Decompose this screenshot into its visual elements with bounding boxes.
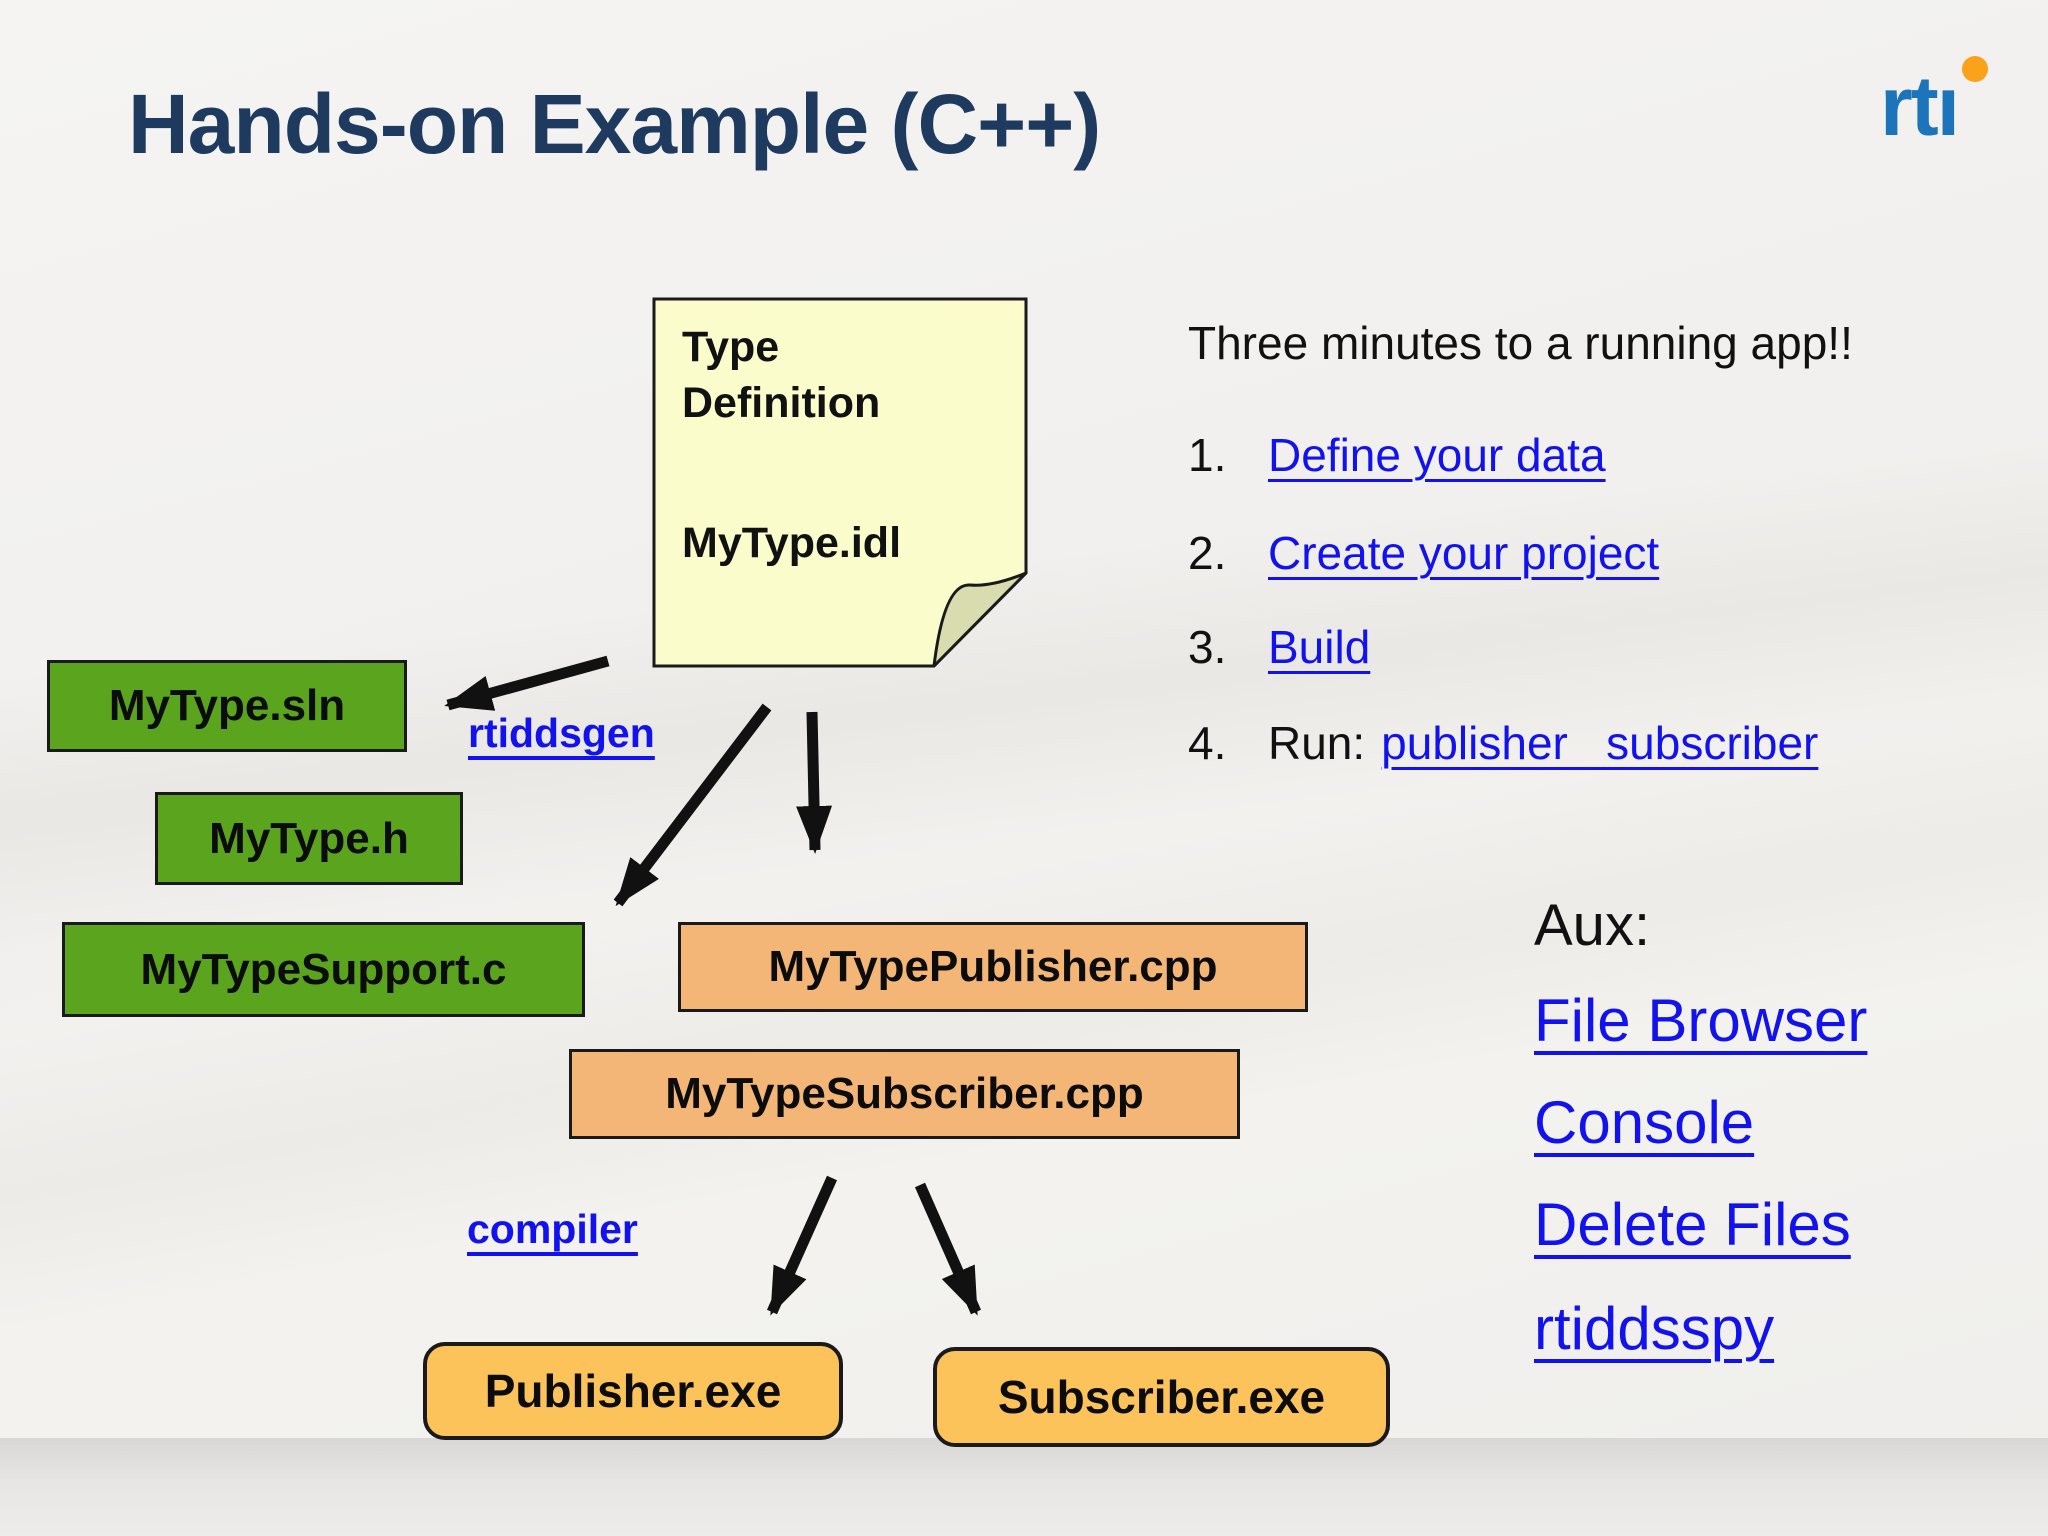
box-subscriber-exe: Subscriber.exe: [933, 1347, 1390, 1447]
steps-heading: Three minutes to a running app!!: [1188, 317, 1853, 369]
link-build[interactable]: Build: [1268, 621, 1371, 673]
link-run-publisher-subscriber[interactable]: publisher subscriber: [1381, 717, 1819, 769]
box-publisher-exe: Publisher.exe: [423, 1342, 843, 1440]
step-1: 1. Define your data: [1188, 428, 1606, 482]
link-rtiddsspy[interactable]: rtiddsspy: [1534, 1295, 1775, 1362]
step-2-number: 2.: [1188, 527, 1227, 579]
type-definition-note: Type Definition MyType.idl: [652, 297, 1028, 668]
link-delete-files[interactable]: Delete Files: [1534, 1191, 1851, 1258]
step-4-prefix: Run:: [1268, 717, 1366, 769]
slide-title: Hands-on Example (C++): [128, 77, 1101, 171]
box-mytype-sln: MyType.sln: [47, 660, 407, 752]
link-rtiddsgen[interactable]: rtiddsgen: [468, 710, 655, 756]
rti-logo-text: rtı: [1880, 59, 1960, 153]
note-filename: MyType.idl: [682, 519, 902, 567]
link-compiler[interactable]: compiler: [467, 1206, 638, 1252]
rti-logo: rtı: [1876, 28, 2036, 168]
step-2: 2. Create your project: [1188, 526, 1659, 580]
rti-logo-orange-dot-icon: [1962, 56, 1988, 82]
box-mytype-h: MyType.h: [155, 792, 463, 885]
link-console[interactable]: Console: [1534, 1089, 1755, 1156]
note-title-line1: Type: [682, 323, 780, 371]
step-4: 4. Run: publisher subscriber: [1188, 716, 1818, 770]
link-file-browser[interactable]: File Browser: [1534, 987, 1868, 1054]
note-title: Type Definition: [682, 319, 880, 431]
link-create-your-project[interactable]: Create your project: [1268, 527, 1660, 579]
box-mytypesubscriber-cpp: MyTypeSubscriber.cpp: [569, 1049, 1240, 1139]
link-define-your-data[interactable]: Define your data: [1268, 429, 1606, 481]
box-mytypepublisher-cpp: MyTypePublisher.cpp: [678, 922, 1308, 1012]
note-title-line2: Definition: [682, 379, 881, 427]
step-3: 3. Build: [1188, 620, 1370, 674]
step-3-number: 3.: [1188, 621, 1227, 673]
floor-shadow-band: [0, 1438, 2048, 1536]
step-4-number: 4.: [1188, 717, 1227, 769]
aux-heading: Aux:: [1534, 893, 1651, 958]
sticky-note-shape-icon: [652, 297, 1028, 668]
step-1-number: 1.: [1188, 429, 1227, 481]
box-mytypesupport-c: MyTypeSupport.c: [62, 922, 585, 1017]
